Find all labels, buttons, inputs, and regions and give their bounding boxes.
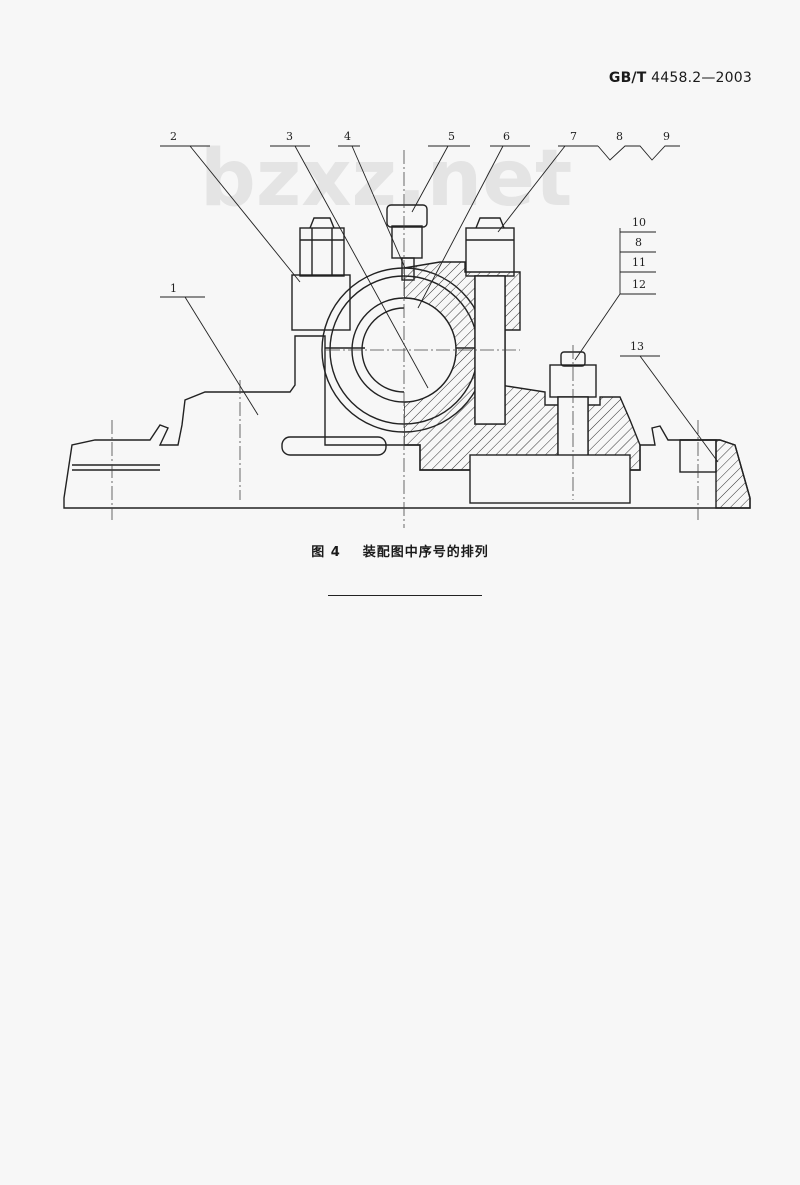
center-lines <box>111 150 699 528</box>
callout-8: 8 <box>616 130 623 143</box>
end-rule <box>328 595 482 596</box>
page-header: GB/T 4458.2—2003 <box>609 70 752 86</box>
standard-prefix: GB/T <box>608 70 647 86</box>
callout-5: 5 <box>448 130 455 143</box>
callout-4: 4 <box>344 130 351 143</box>
callout-9: 9 <box>663 130 670 143</box>
callout-1: 1 <box>170 282 177 295</box>
watermark: bzxz.net <box>200 134 572 224</box>
callout-labels: 1 2 3 4 5 6 7 8 9 10 8 11 12 13 <box>170 130 670 353</box>
callout-6: 6 <box>503 130 510 143</box>
callout-12: 12 <box>632 278 646 291</box>
callout-10: 10 <box>632 216 646 229</box>
callout-8b: 8 <box>635 236 642 249</box>
callout-7: 7 <box>570 130 577 143</box>
standard-number: 4458.2—2003 <box>651 70 752 86</box>
callout-2: 2 <box>170 130 177 143</box>
section-hatch <box>404 261 751 509</box>
leader-lines <box>160 145 719 463</box>
figure-caption: 图 4 装配图中序号的排列 <box>0 541 800 560</box>
assembly-drawing: bzxz.net <box>63 130 751 528</box>
caption-number: 图 4 <box>311 545 341 560</box>
caption-title: 装配图中序号的排列 <box>362 545 489 560</box>
callout-11: 11 <box>632 256 646 269</box>
callout-13: 13 <box>630 340 644 353</box>
callout-3: 3 <box>286 130 293 143</box>
